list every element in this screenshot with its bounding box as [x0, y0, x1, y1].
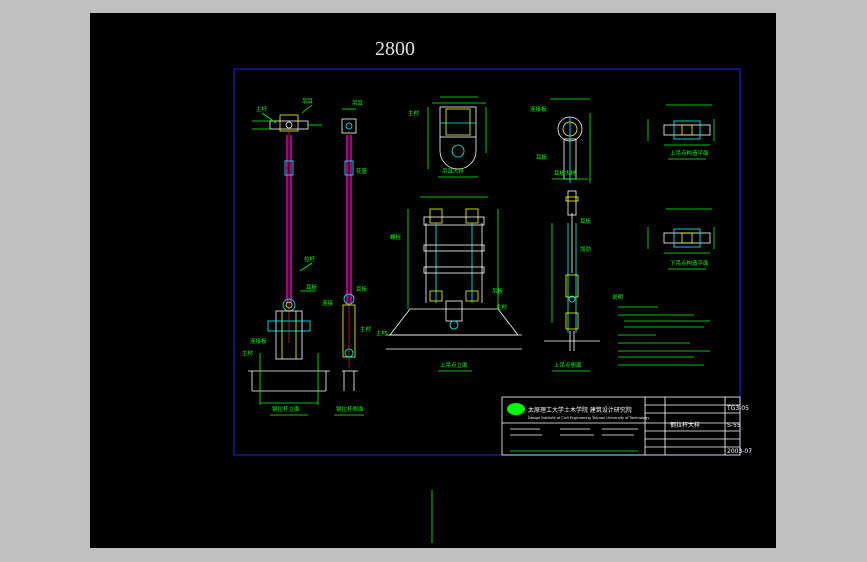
- svg-text:连接板: 连接板: [250, 337, 267, 345]
- svg-text:耳板: 耳板: [536, 153, 548, 161]
- svg-text:太原理工大学土木学院 建筑设计研究院: 太原理工大学土木学院 建筑设计研究院: [528, 406, 632, 414]
- svg-text:下吊点构造平面: 下吊点构造平面: [670, 259, 709, 267]
- svg-text:Design Institute of Civil Engi: Design Institute of Civil Engineering Ta…: [528, 416, 649, 420]
- svg-text:主材: 主材: [242, 349, 254, 357]
- dimension-label: 2800: [375, 38, 415, 60]
- svg-text:耳板: 耳板: [356, 285, 368, 293]
- lower-plan-view: 下吊点构造平面: [647, 208, 715, 270]
- svg-text:耳板大样: 耳板大样: [554, 169, 577, 177]
- svg-text:主材: 主材: [360, 325, 372, 333]
- svg-text:耳板: 耳板: [580, 217, 592, 225]
- svg-text:S-55: S-55: [727, 422, 741, 429]
- svg-text:耳板: 耳板: [306, 283, 318, 291]
- svg-text:主杆: 主杆: [256, 105, 268, 113]
- svg-text:TG3-05: TG3-05: [726, 405, 749, 412]
- svg-text:钢拉杆大样: 钢拉杆大样: [670, 421, 700, 429]
- anchor-side-view: 耳板 加劲 上吊点侧面: [544, 190, 600, 372]
- svg-text:钢拉杆立面: 钢拉杆立面: [272, 405, 300, 413]
- drawing-canvas[interactable]: 2800 主杆 吊耳: [90, 13, 776, 548]
- svg-text:吊板: 吊板: [492, 287, 504, 295]
- svg-text:主材: 主材: [376, 329, 388, 337]
- svg-text:主材: 主材: [496, 303, 508, 311]
- svg-text:拉杆: 拉杆: [304, 255, 316, 263]
- svg-text:上吊点侧面: 上吊点侧面: [554, 361, 582, 369]
- svg-text:花篮: 花篮: [356, 167, 368, 175]
- svg-text:2003-07: 2003-07: [727, 448, 752, 455]
- svg-text:钢拉杆侧面: 钢拉杆侧面: [336, 405, 364, 413]
- design-notes: 说明: [612, 293, 710, 366]
- cad-model-viewport[interactable]: 2800 主杆 吊耳: [90, 13, 776, 548]
- svg-text:上吊点构造平面: 上吊点构造平面: [670, 149, 709, 157]
- rod-side-view: 吊耳 花篮 耳板 连接 主材 钢拉杆侧面: [322, 100, 372, 416]
- upper-plan-view: 上吊点构造平面: [647, 104, 715, 160]
- rod-elevation-view: 主杆 吊耳 拉杆 耳板 连接板 主材 钢拉杆立面: [242, 98, 330, 416]
- svg-text:吊耳: 吊耳: [302, 98, 314, 105]
- svg-text:连接板: 连接板: [530, 105, 547, 113]
- svg-text:吊耳大样: 吊耳大样: [442, 167, 465, 175]
- svg-text:螺栓: 螺栓: [390, 233, 402, 241]
- title-block: 太原理工大学土木学院 建筑设计研究院 Design Institute of C…: [501, 396, 752, 456]
- svg-text:吊耳: 吊耳: [352, 100, 364, 107]
- lug-detail-view: 主材 吊耳大样: [408, 96, 487, 178]
- svg-text:上吊点立面: 上吊点立面: [440, 361, 468, 369]
- svg-text:加劲: 加劲: [580, 245, 592, 253]
- plate-detail-view: 连接板 耳板 耳板大样: [530, 98, 591, 183]
- anchor-elevation-view: 螺栓 吊板 主材 主材 上吊点立面: [376, 196, 522, 372]
- svg-text:说明: 说明: [612, 293, 624, 301]
- drawing-frame: [233, 68, 741, 456]
- svg-text:主材: 主材: [408, 109, 420, 117]
- svg-text:连接: 连接: [322, 299, 334, 307]
